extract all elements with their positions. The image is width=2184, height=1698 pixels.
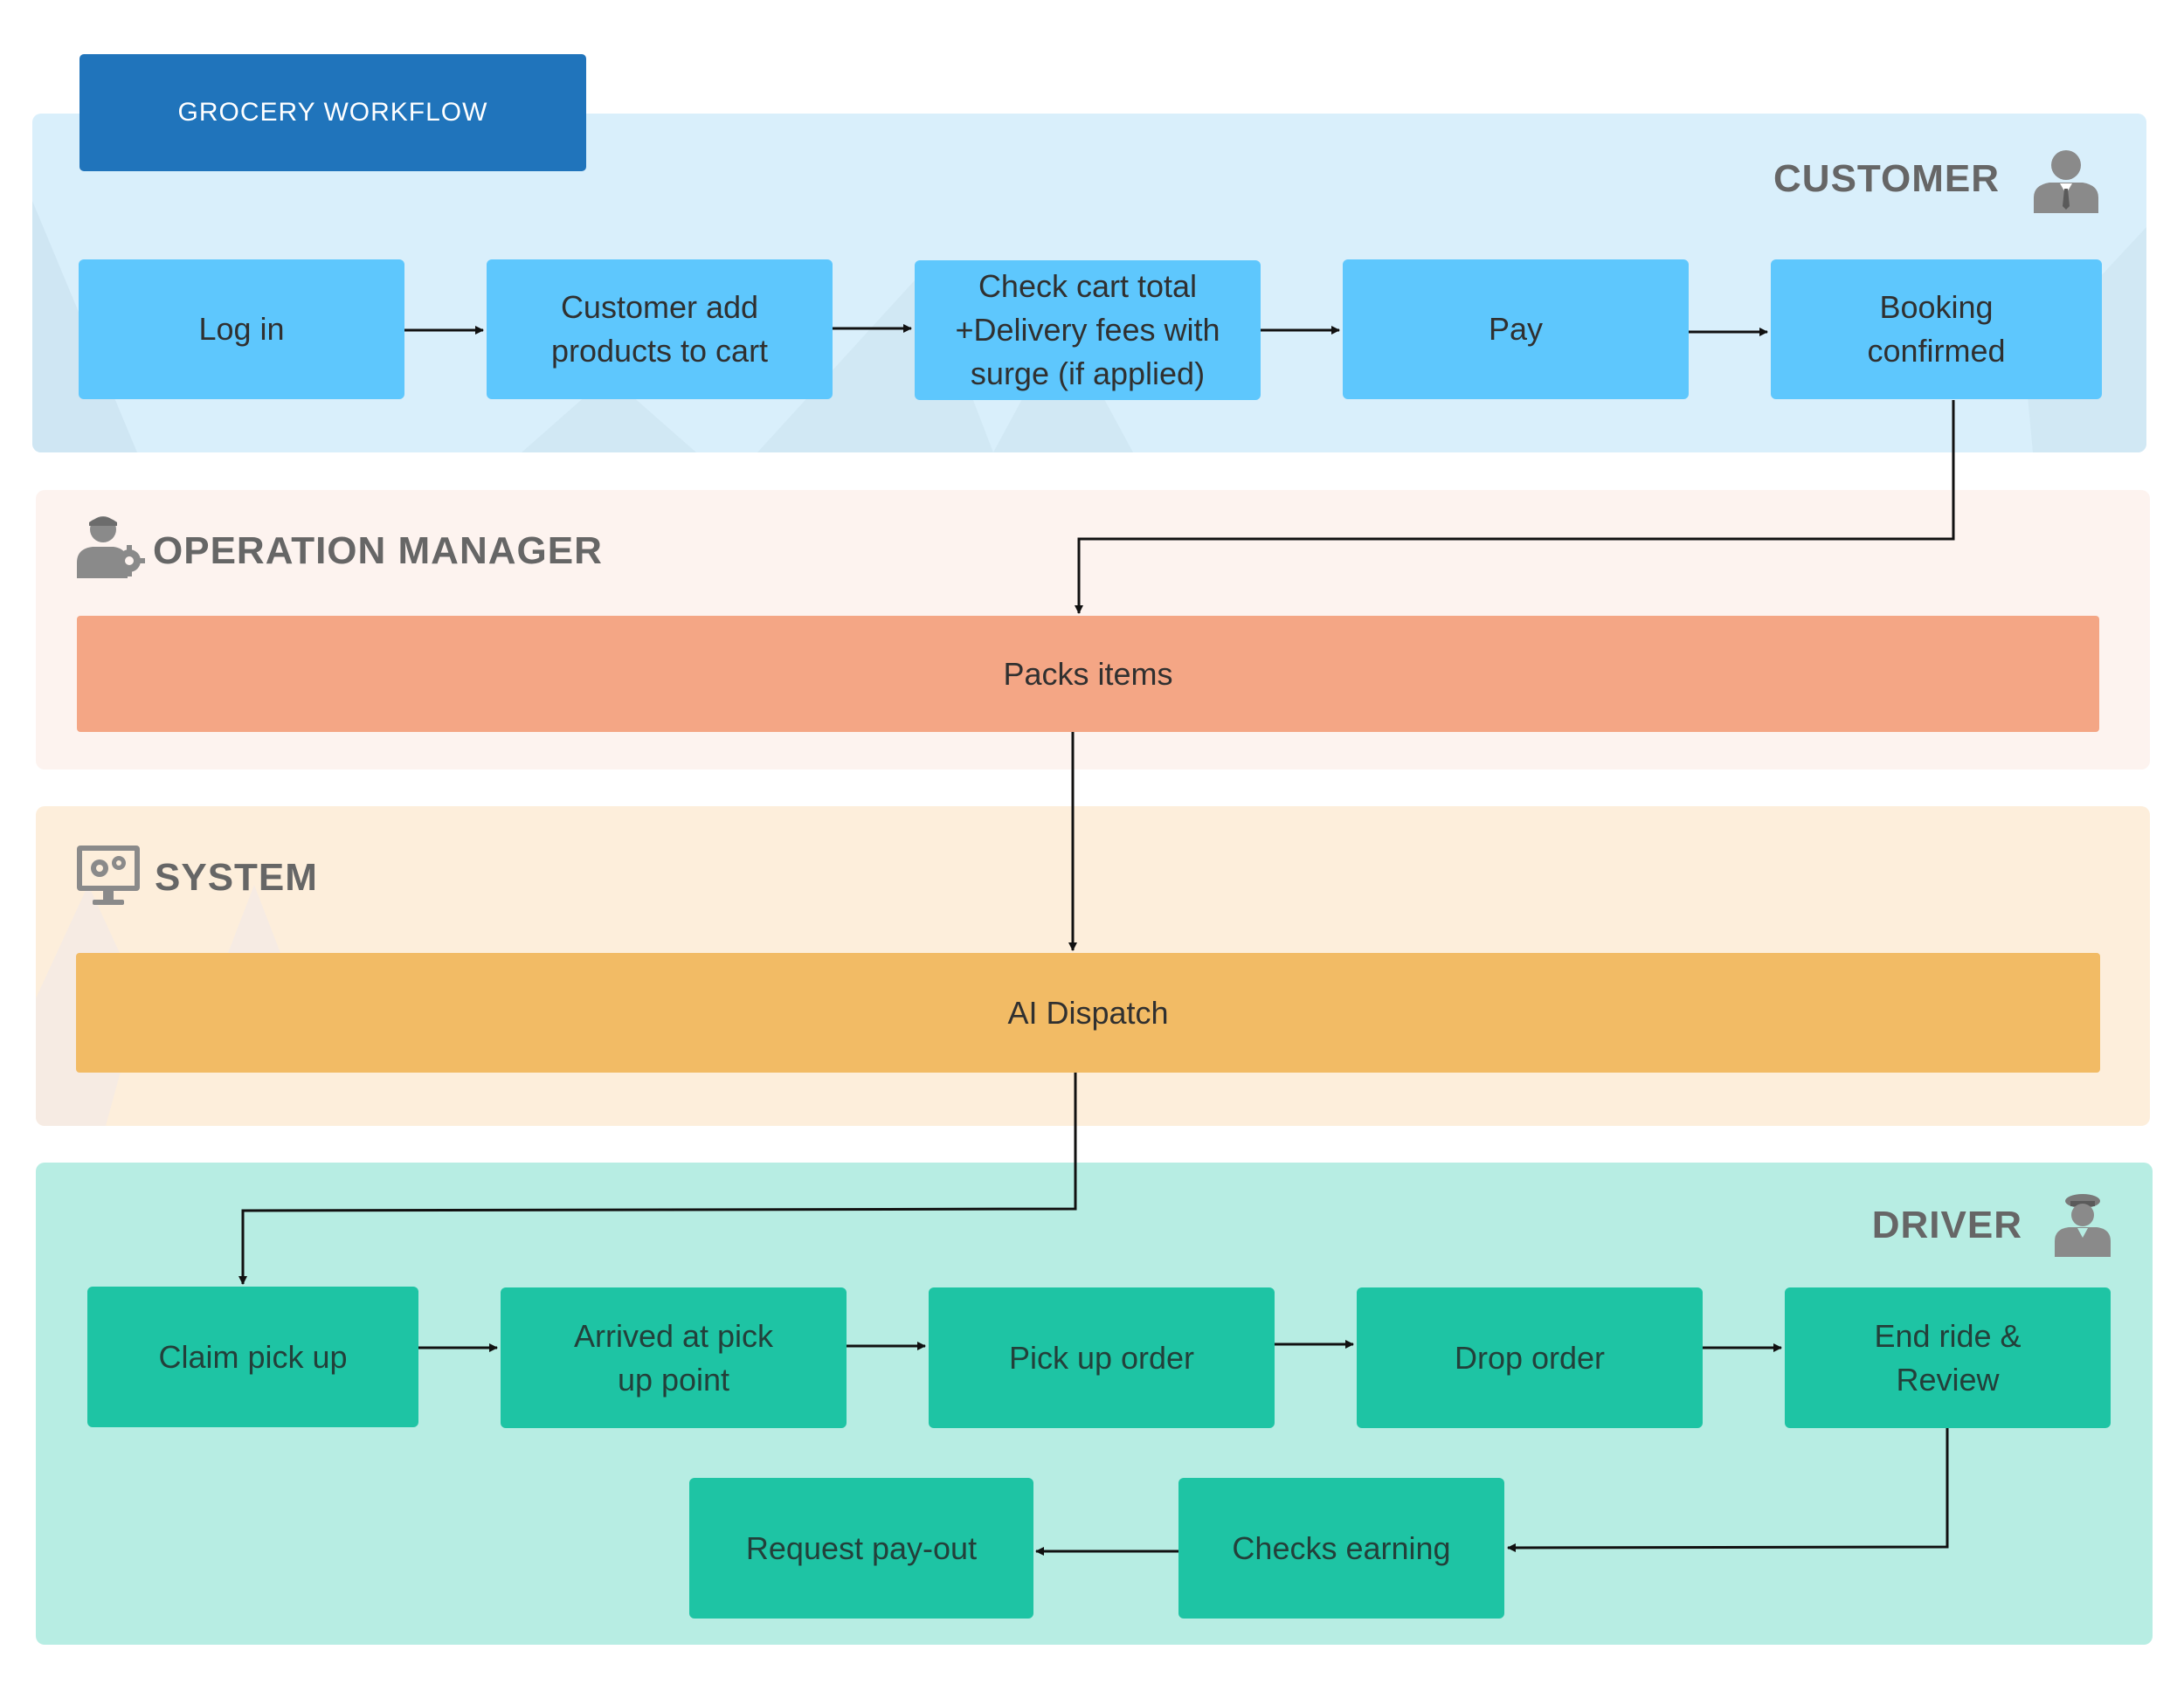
customer-lane-title: CUSTOMER — [1773, 157, 2000, 200]
monitor-gears-icon — [77, 846, 140, 905]
operator-gear-icon — [77, 516, 145, 578]
step-log-in[interactable]: Log in — [79, 259, 404, 399]
step-pick-up-order[interactable]: Pick up order — [929, 1287, 1275, 1428]
step-booking-confirmed[interactable]: Booking confirmed — [1771, 259, 2102, 399]
step-pay[interactable]: Pay — [1343, 259, 1689, 399]
step-request-pay-out[interactable]: Request pay-out — [689, 1478, 1033, 1619]
operation-manager-lane-title: OPERATION MANAGER — [153, 529, 603, 572]
step-ai-dispatch[interactable]: AI Dispatch — [76, 953, 2100, 1073]
system-lane-title: SYSTEM — [155, 856, 318, 899]
step-checks-earning[interactable]: Checks earning — [1178, 1478, 1504, 1619]
step-drop-order[interactable]: Drop order — [1357, 1287, 1703, 1428]
workflow-title: GROCERY WORKFLOW — [79, 54, 586, 171]
step-end-ride-review[interactable]: End ride & Review — [1785, 1287, 2111, 1428]
chauffeur-icon — [2055, 1194, 2111, 1257]
step-packs-items[interactable]: Packs items — [77, 616, 2099, 732]
step-check-cart-total[interactable]: Check cart total +Delivery fees with sur… — [915, 260, 1261, 400]
step-claim-pick-up[interactable]: Claim pick up — [87, 1287, 418, 1427]
step-arrived-at-pick-up-point[interactable]: Arrived at pick up point — [501, 1287, 847, 1428]
driver-lane-title: DRIVER — [1871, 1204, 2022, 1246]
step-add-products-to-cart[interactable]: Customer add products to cart — [487, 259, 833, 399]
businessman-icon — [2034, 150, 2098, 213]
